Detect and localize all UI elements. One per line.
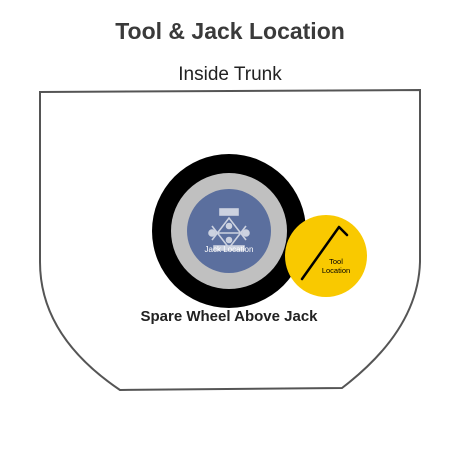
tool-location-circle xyxy=(285,215,367,297)
tool-location-label-line2: Location xyxy=(322,266,350,275)
jack-location-label: Jack Location xyxy=(205,245,254,254)
spare-wheel-label: Spare Wheel Above Jack xyxy=(140,308,318,325)
lug-wrench-icon xyxy=(300,225,349,281)
tool-location-label-line1: Tool xyxy=(329,257,343,266)
wheel-hub xyxy=(187,189,271,273)
diagram-title: Tool & Jack Location xyxy=(115,18,345,44)
trunk-label: Inside Trunk xyxy=(178,64,282,85)
scissor-jack-icon xyxy=(208,208,250,251)
